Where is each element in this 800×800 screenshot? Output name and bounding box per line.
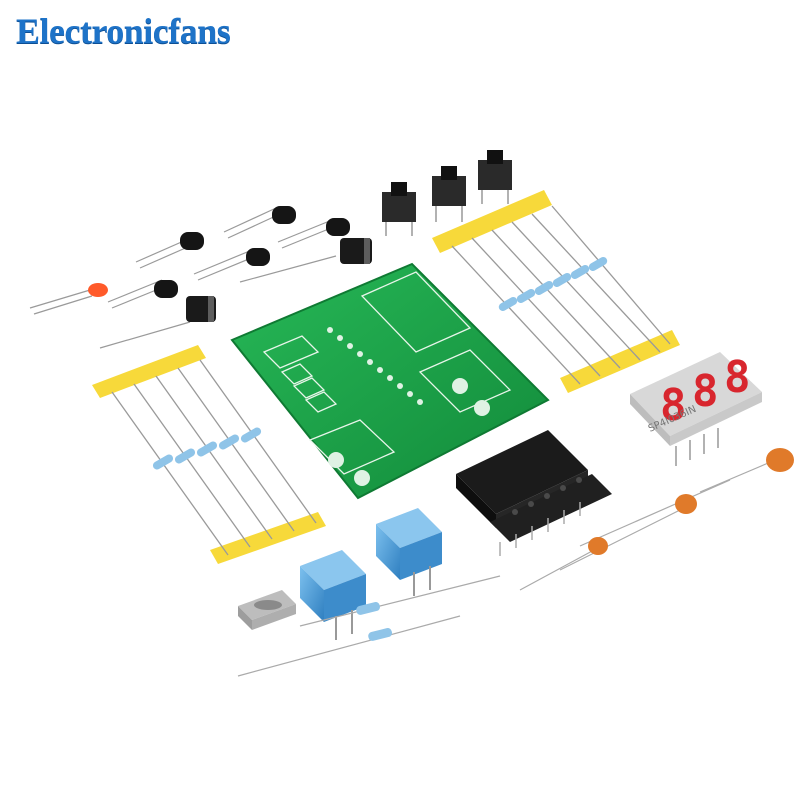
brand-logo: Electronicfans <box>16 11 231 51</box>
ceramic-capacitors <box>519 448 794 591</box>
segment-digit: 8 <box>660 380 687 431</box>
red-led <box>29 283 108 315</box>
blue-relay-left <box>300 550 366 640</box>
resistor-body-group <box>152 427 262 470</box>
dip-ic-and-socket <box>456 430 612 556</box>
resistor-strip-left <box>92 345 326 564</box>
crystal-oscillator <box>238 590 296 630</box>
transistor-group <box>107 206 350 309</box>
resistor-strip-right <box>432 190 680 393</box>
loose-resistors <box>237 575 501 677</box>
electrolytic-capacitors <box>99 238 372 349</box>
green-pcb-board <box>230 262 550 500</box>
blue-relay-right <box>376 508 442 596</box>
segment-digit: 8 <box>692 366 719 417</box>
seven-segment-display: 8 8 8 SP4I036IN <box>630 352 762 466</box>
segment-digit: 8 <box>724 352 751 403</box>
tactile-switches <box>382 150 512 236</box>
